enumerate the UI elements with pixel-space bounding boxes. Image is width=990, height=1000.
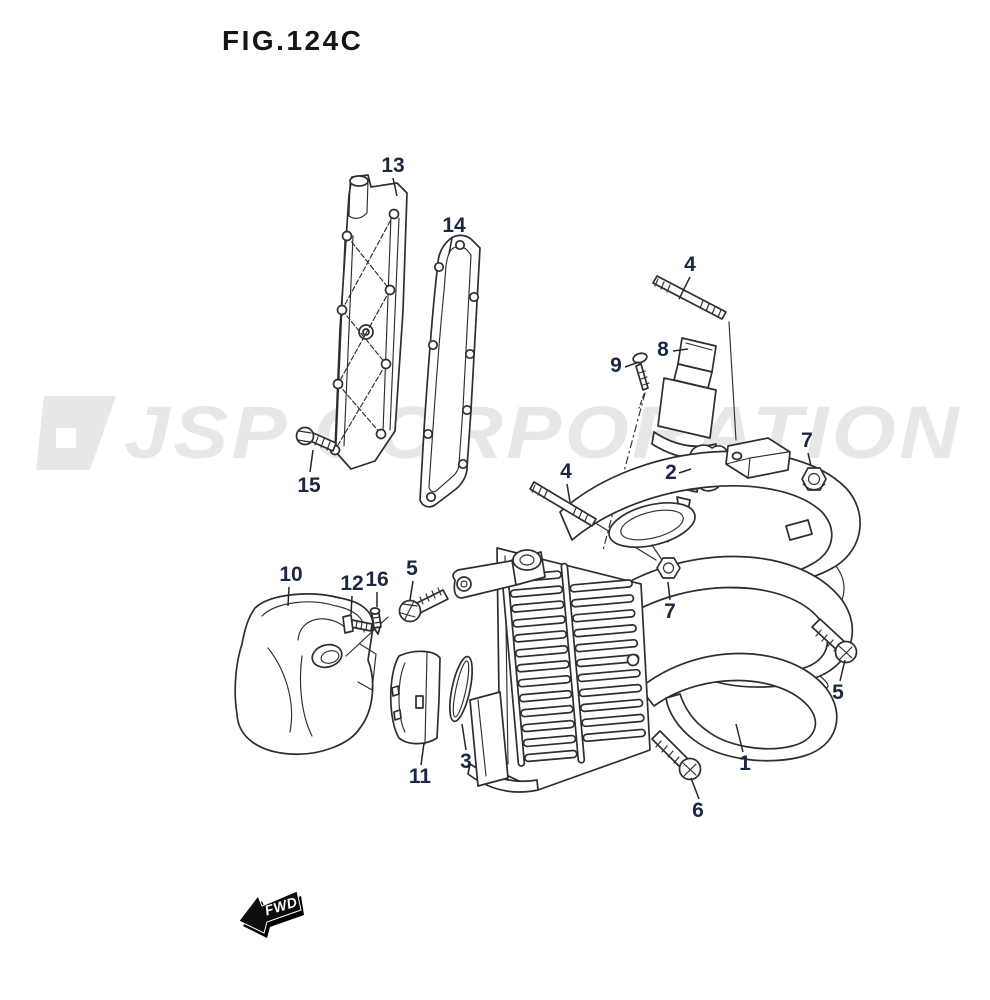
callout-label: 12 <box>340 572 363 595</box>
callout-label: 11 <box>409 765 432 788</box>
callout-8: 8 <box>657 338 689 361</box>
callout-label: 15 <box>297 474 321 497</box>
part-14-gasket <box>419 234 481 508</box>
callout-label: 8 <box>657 338 669 361</box>
part-4-stud-top <box>652 275 737 441</box>
watermark-text: JSP CORPORATION <box>124 391 962 474</box>
callout-4-top: 4 <box>678 253 696 300</box>
callout-3: 3 <box>460 723 472 773</box>
part-3-o-ring <box>448 655 474 723</box>
callout-12: 12 <box>340 572 364 615</box>
watermark: JSP CORPORATION <box>36 391 962 474</box>
callout-11: 11 <box>409 742 432 788</box>
callout-label: 2 <box>665 461 677 484</box>
part-13-lattice-cover <box>329 174 408 470</box>
callout-14: 14 <box>442 214 466 255</box>
callout-label: 16 <box>365 568 388 591</box>
callout-label: 4 <box>684 253 696 276</box>
callout-16: 16 <box>365 568 389 607</box>
part-5-bolt-right <box>811 618 858 664</box>
callouts: 13 14 15 4 8 9 2 7 <box>279 154 846 822</box>
callout-label: 4 <box>560 460 572 483</box>
callout-label: 3 <box>460 750 472 773</box>
callout-5-left: 5 <box>406 557 418 601</box>
part-6-bolt <box>651 730 702 781</box>
part-9-screw <box>632 352 650 409</box>
callout-2: 2 <box>665 461 692 484</box>
callout-label: 6 <box>692 799 704 822</box>
callout-label: 7 <box>664 600 676 623</box>
callout-10: 10 <box>279 563 303 607</box>
part-1-intake-manifold <box>452 437 861 793</box>
part-7-nut-middle <box>656 557 681 579</box>
callout-label: 13 <box>381 154 404 177</box>
fwd-arrow: FWD <box>238 890 304 938</box>
part-11-clamp <box>389 650 441 745</box>
part-12-bolt <box>342 614 373 634</box>
callout-label: 9 <box>610 354 622 377</box>
callout-label: 7 <box>801 429 813 452</box>
callout-6: 6 <box>690 777 704 822</box>
callout-15: 15 <box>297 449 321 497</box>
callout-label: 5 <box>832 681 844 704</box>
callout-5-right: 5 <box>832 659 846 704</box>
callout-9: 9 <box>610 354 640 377</box>
callout-7-upper: 7 <box>801 429 813 467</box>
callout-13: 13 <box>381 154 405 197</box>
callout-label: 10 <box>279 563 302 586</box>
callout-4-middle: 4 <box>560 460 572 503</box>
part-5-bolt-left <box>398 587 449 623</box>
figure-title: FIG.124C <box>222 25 363 56</box>
watermark-logo-icon <box>36 396 116 470</box>
part-15-bolt <box>295 426 337 452</box>
callout-label: 14 <box>442 214 466 237</box>
part-4-stud-middle <box>529 481 597 527</box>
part-16-pin <box>345 607 389 657</box>
part-10-intake-cover <box>234 593 377 756</box>
callout-1: 1 <box>735 723 751 775</box>
part-7-nut-upper <box>801 467 827 491</box>
callout-label: 5 <box>406 557 418 580</box>
callout-7-middle: 7 <box>664 581 676 623</box>
callout-label: 1 <box>739 752 751 775</box>
